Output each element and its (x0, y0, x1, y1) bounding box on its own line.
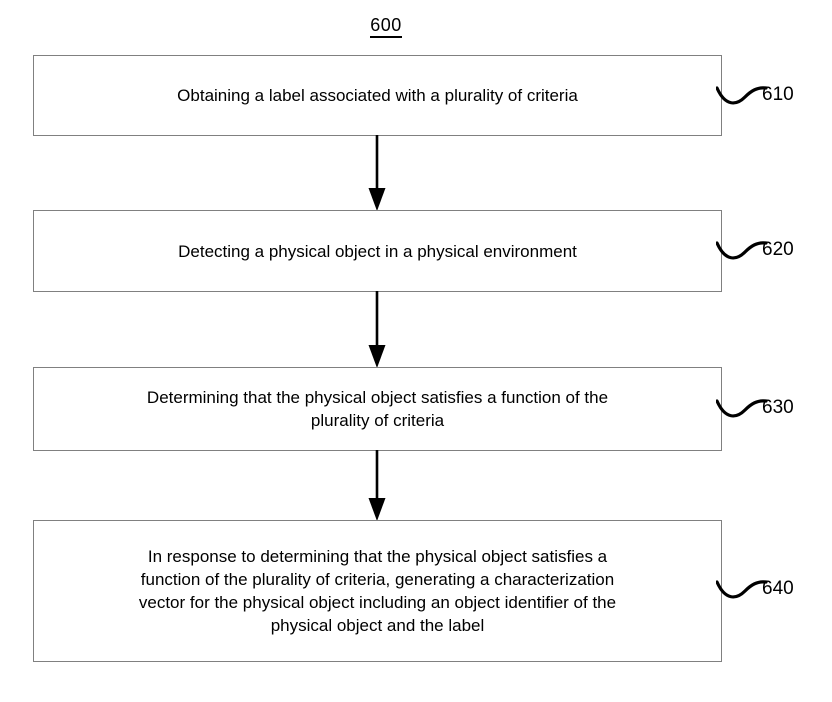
flow-step-text-640: In response to determining that the phys… (138, 547, 617, 635)
reference-numeral-640: 640 (716, 573, 828, 607)
leader-line-icon (716, 399, 768, 418)
reference-numeral-label-640: 640 (762, 578, 794, 599)
arrow-610-to-620 (368, 135, 386, 211)
flow-step-box-620[interactable]: Detecting a physical object in a physica… (33, 210, 722, 292)
reference-numeral-label-610: 610 (762, 84, 794, 105)
flow-step-text-610: Obtaining a label associated with a plur… (177, 86, 578, 105)
flow-step-box-630[interactable]: Determining that the physical object sat… (33, 367, 722, 451)
flow-step-text-620: Detecting a physical object in a physica… (178, 241, 577, 261)
leader-line-icon (716, 86, 768, 105)
flow-step-text-630: Determining that the physical object sat… (146, 388, 609, 430)
reference-numeral-label-620: 620 (762, 239, 794, 260)
arrow-620-to-630 (368, 291, 386, 368)
arrow-630-to-640 (368, 450, 386, 521)
flow-step-box-640[interactable]: In response to determining that the phys… (33, 520, 722, 662)
leader-line-icon (716, 580, 768, 599)
figure-number-text: 600 (370, 15, 402, 38)
flow-step-box-610[interactable]: Obtaining a label associated with a plur… (33, 55, 722, 136)
figure-number-label: 600 (0, 14, 772, 38)
reference-numeral-label-630: 630 (762, 397, 794, 418)
reference-numeral-610: 610 (716, 79, 828, 113)
reference-numeral-630: 630 (716, 392, 828, 426)
leader-line-icon (716, 241, 768, 260)
reference-numeral-620: 620 (716, 234, 828, 268)
